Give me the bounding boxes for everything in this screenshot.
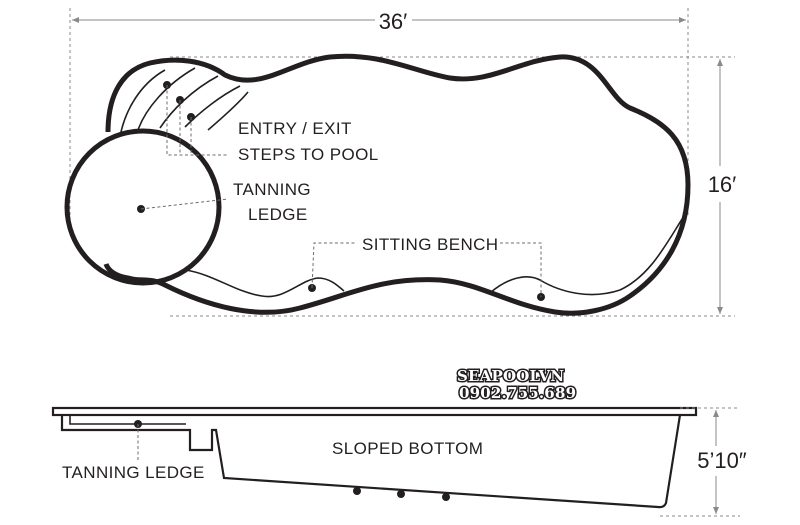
length-label: 36′ <box>379 9 408 34</box>
watermark-phone: 0902.755.689 <box>459 384 576 402</box>
section-view: 5’10″ TANNING LEDGE SLOPED BOTTOM <box>51 406 747 517</box>
watermark-brand: SEAPOOLVN <box>457 367 564 385</box>
pool-outline <box>103 53 691 316</box>
watermark: SEAPOOLVN 0902.755.689 <box>456 366 578 404</box>
sloped-bottom-label: SLOPED BOTTOM <box>332 439 483 458</box>
entry-label-line2: STEPS TO POOL <box>238 145 379 164</box>
depth-dimension: 5’10″ <box>660 407 747 517</box>
tanning-ledge-label: TANNING LEDGE <box>62 463 205 482</box>
slope-dot-1 <box>353 487 361 495</box>
plan-view: 36′ 16′ <box>64 8 737 317</box>
entry-label-line1: ENTRY / EXIT <box>238 119 352 138</box>
depth-label: 5’10″ <box>697 448 747 473</box>
tanning-label-line1: TANNING <box>233 180 311 199</box>
sitting-bench-label: SITTING BENCH <box>362 235 499 254</box>
entry-steps <box>120 67 249 156</box>
length-dimension: 36′ <box>69 8 689 215</box>
section-body <box>60 414 682 509</box>
tanning-ledge-circle <box>64 128 222 286</box>
slope-dot-2 <box>397 490 405 498</box>
tanning-label-line2: LEDGE <box>248 205 308 224</box>
sitting-benches <box>185 212 687 301</box>
slope-dot-3 <box>442 493 450 501</box>
width-label: 16′ <box>708 172 737 197</box>
width-dimension: 16′ <box>170 56 737 317</box>
coping <box>51 406 698 417</box>
